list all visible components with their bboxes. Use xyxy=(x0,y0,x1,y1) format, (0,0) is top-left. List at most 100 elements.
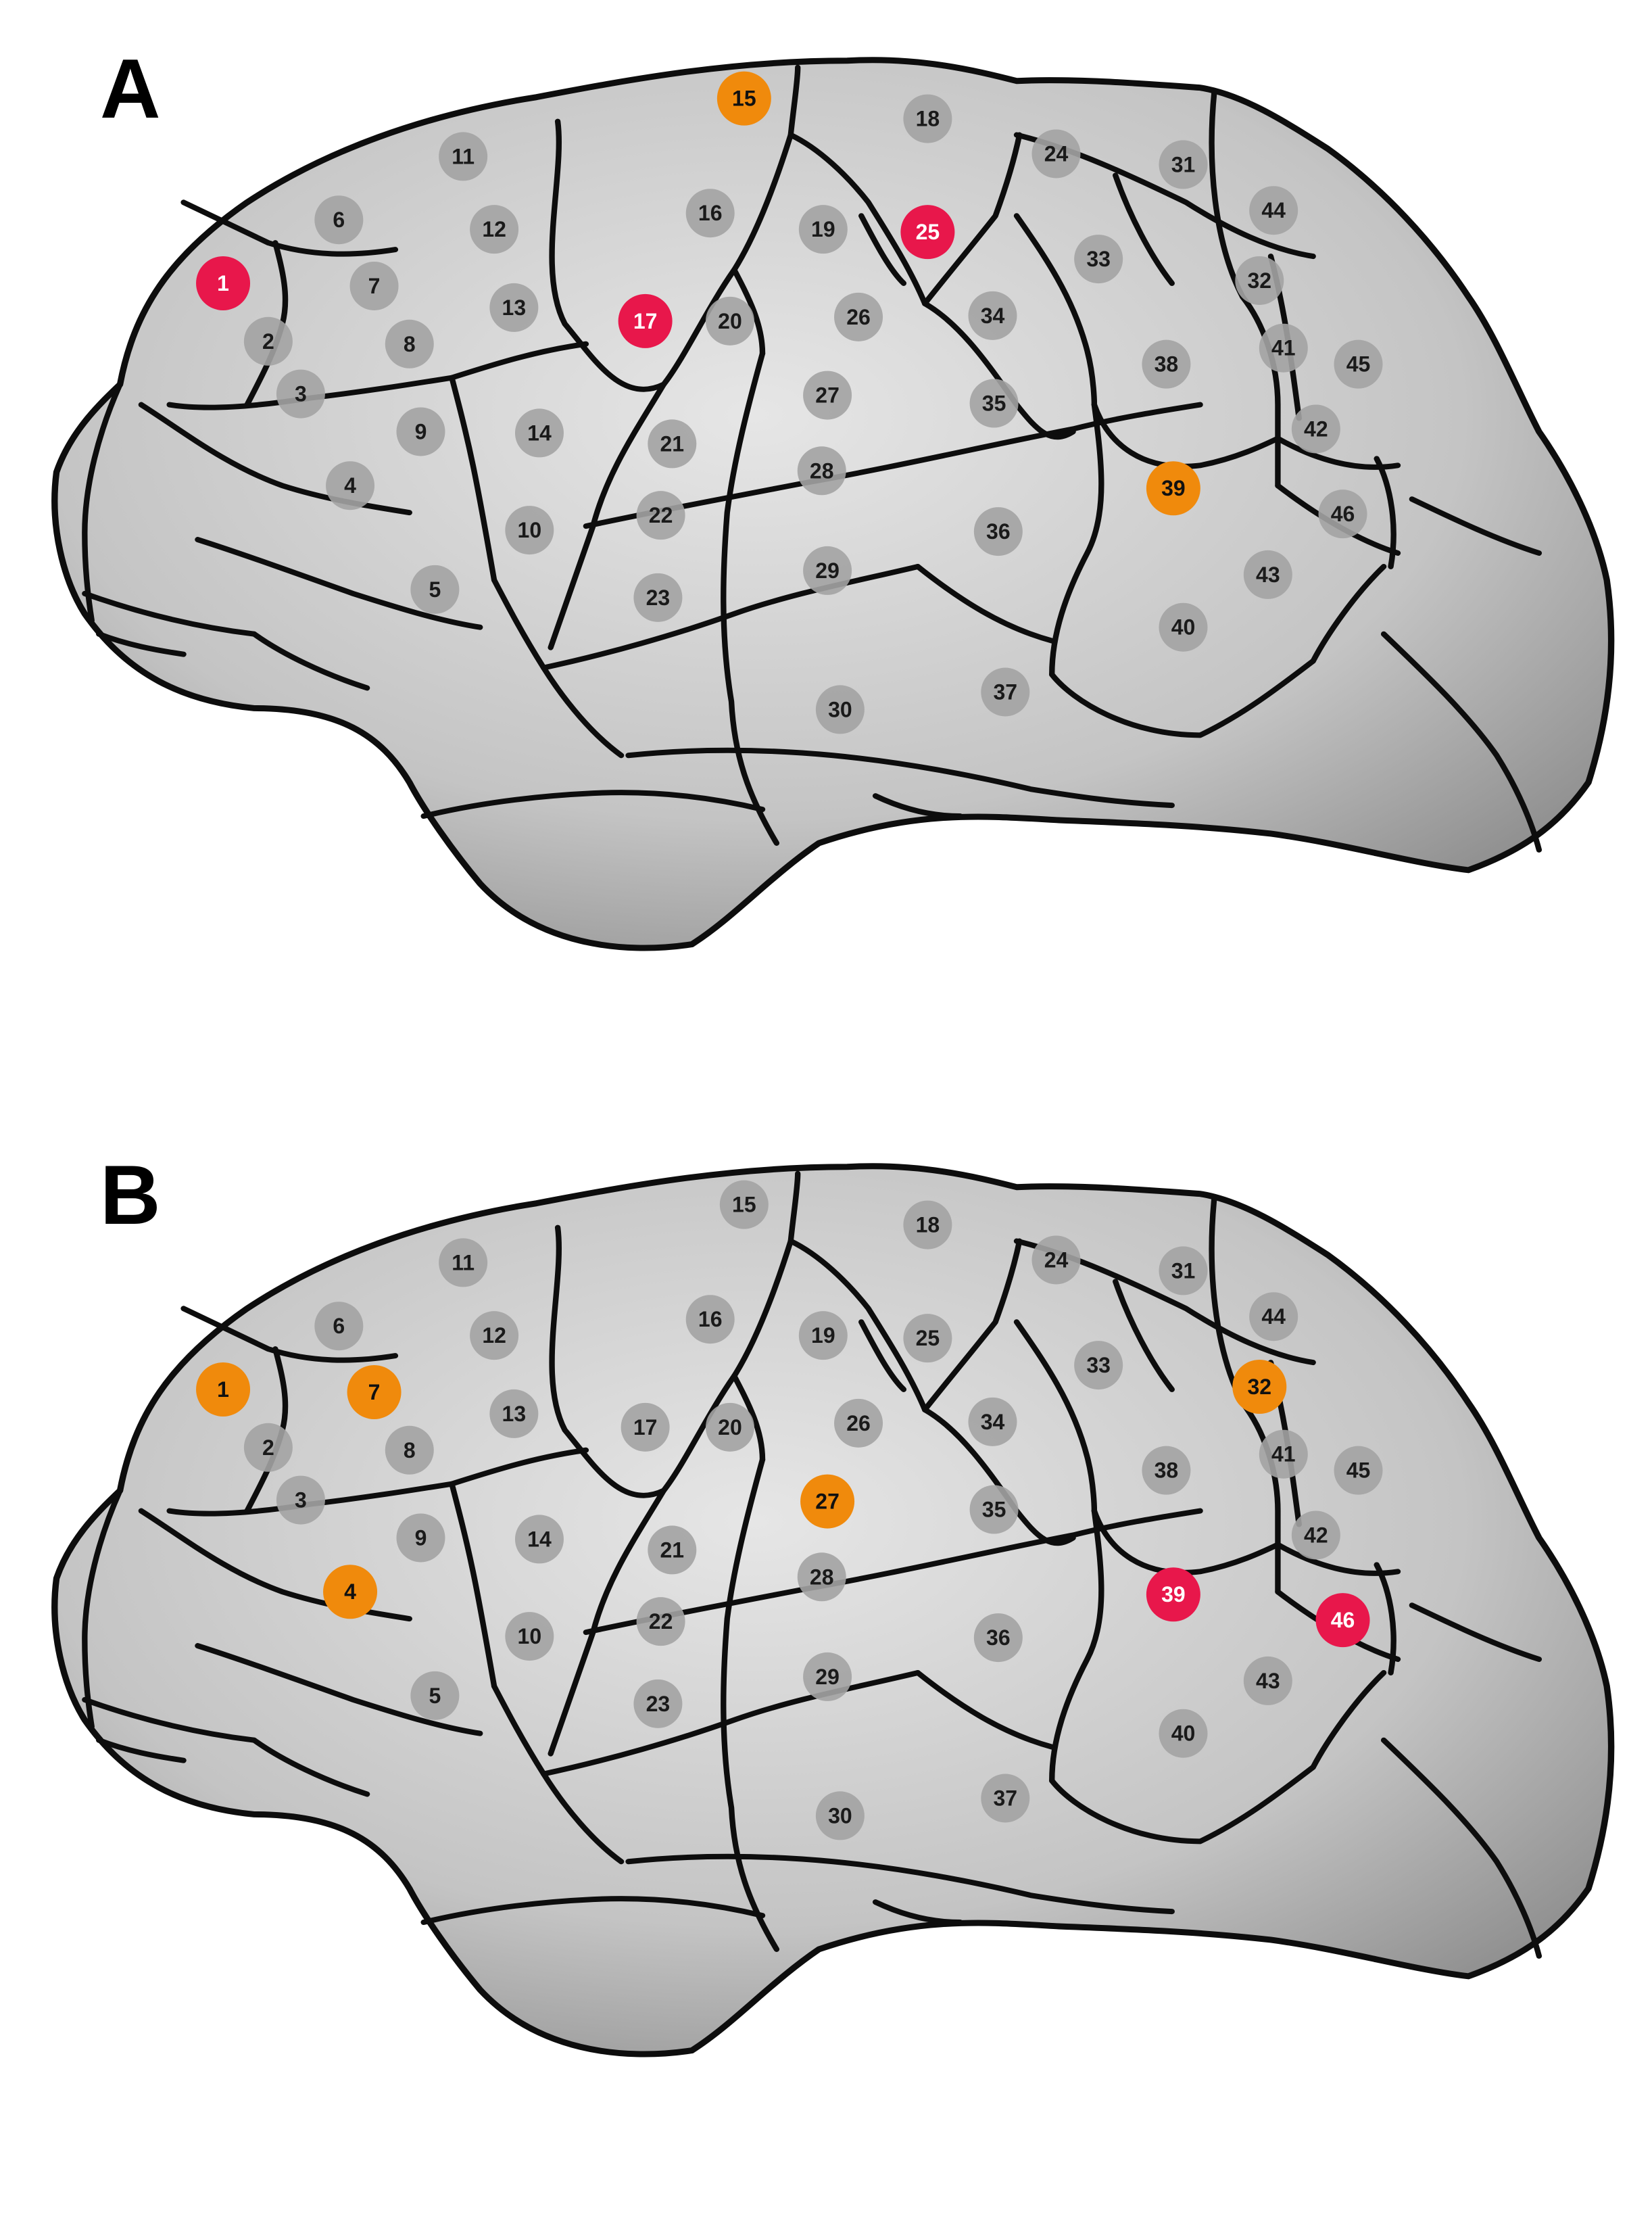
site-marker xyxy=(903,1314,952,1363)
region-boundary xyxy=(96,1737,187,1763)
site-marker xyxy=(439,132,488,181)
site-number: 14 xyxy=(527,1527,552,1551)
region-boundary xyxy=(82,1488,123,1730)
site-number: 40 xyxy=(1171,615,1196,640)
site-marker xyxy=(705,296,754,346)
site-marker xyxy=(1031,129,1081,179)
site-number: 45 xyxy=(1346,352,1371,377)
region-boundary xyxy=(1240,1400,1281,1595)
site-marker xyxy=(1243,1656,1292,1705)
site-number: 31 xyxy=(1171,152,1196,176)
region-boundary xyxy=(858,1319,907,1392)
region-boundary xyxy=(1091,402,1281,469)
site-marker xyxy=(314,1302,364,1351)
site-number: 19 xyxy=(811,217,835,241)
site-number: 46 xyxy=(1331,1608,1355,1632)
site-number: 40 xyxy=(1171,1721,1196,1746)
site-marker xyxy=(326,461,375,510)
region-boundary xyxy=(166,1447,589,1517)
site-number: 13 xyxy=(502,295,527,320)
site-number: 23 xyxy=(646,1692,671,1716)
region-boundary xyxy=(541,563,921,671)
site-marker xyxy=(969,379,1019,428)
region-boundary xyxy=(195,537,483,630)
region-boundary xyxy=(1113,1279,1175,1392)
region-boundary xyxy=(166,341,589,410)
site-number: 37 xyxy=(993,680,1017,704)
site-marker xyxy=(489,283,539,332)
region-boundary xyxy=(625,1853,1175,1915)
site-number: 34 xyxy=(981,1410,1005,1434)
site-marker xyxy=(834,1398,883,1448)
site-marker xyxy=(1159,1246,1208,1295)
site-number: 2 xyxy=(262,1435,274,1460)
region-boundary xyxy=(922,132,1023,306)
site-number: 44 xyxy=(1261,1304,1286,1329)
region-boundary xyxy=(96,631,187,657)
site-marker xyxy=(633,1679,683,1728)
site-marker xyxy=(903,1200,952,1250)
site-marker xyxy=(1318,490,1367,539)
site-number: 12 xyxy=(482,1323,506,1348)
site-number: 38 xyxy=(1155,1458,1179,1483)
site-number: 9 xyxy=(415,1525,427,1550)
site-marker xyxy=(719,1180,769,1229)
region-boundary xyxy=(195,1643,483,1736)
site-marker-red xyxy=(900,205,955,260)
region-boundary xyxy=(915,1669,1055,1750)
region-boundary xyxy=(541,1669,921,1777)
region-boundary xyxy=(420,1896,766,1926)
site-number: 25 xyxy=(916,1326,940,1350)
region-boundary xyxy=(915,563,1055,644)
site-marker xyxy=(470,205,519,254)
site-marker xyxy=(1074,235,1123,284)
site-marker xyxy=(243,1423,293,1472)
site-number: 16 xyxy=(698,201,723,225)
region-boundary xyxy=(583,402,1203,529)
site-marker xyxy=(798,1311,848,1360)
site-number: 14 xyxy=(527,421,552,445)
site-marker-red xyxy=(1146,1567,1200,1622)
site-marker xyxy=(968,291,1017,340)
region-boundary xyxy=(1380,1737,1542,1959)
region-boundary xyxy=(449,375,497,583)
site-marker xyxy=(798,205,848,254)
site-number: 29 xyxy=(815,1665,840,1689)
site-number: 3 xyxy=(295,1488,307,1513)
region-boundary xyxy=(251,631,370,691)
brain-outline xyxy=(51,1163,1615,2057)
site-marker xyxy=(243,316,293,366)
site-marker xyxy=(685,1295,735,1344)
site-marker xyxy=(973,507,1023,556)
region-boundary xyxy=(872,1899,963,1926)
site-marker xyxy=(314,195,364,245)
site-marker xyxy=(636,491,685,540)
site-marker xyxy=(633,573,683,622)
site-marker xyxy=(803,1652,852,1701)
site-number: 17 xyxy=(633,309,658,333)
region-boundary xyxy=(449,1481,497,1689)
site-marker xyxy=(276,369,325,419)
site-number: 21 xyxy=(660,431,685,456)
site-number: 43 xyxy=(1256,563,1280,587)
site-marker xyxy=(514,1515,564,1564)
region-boundary xyxy=(1049,1764,1316,1845)
brain-surface-map: 1234567891011121314151617181920212223242… xyxy=(51,57,1615,951)
site-number: 43 xyxy=(1256,1669,1280,1693)
region-boundary xyxy=(1013,213,1098,408)
region-boundary xyxy=(1310,563,1387,664)
site-marker xyxy=(1291,404,1340,454)
site-number: 6 xyxy=(333,1314,345,1338)
brain-surface-map: 1234567891011121314151617181920212223242… xyxy=(51,1163,1615,2057)
site-number: 12 xyxy=(482,217,506,241)
site-number: 18 xyxy=(916,1213,940,1237)
site-marker xyxy=(1334,339,1383,389)
site-marker-red xyxy=(1315,1593,1370,1648)
site-marker xyxy=(505,506,554,555)
site-marker xyxy=(410,1671,460,1720)
site-marker xyxy=(1235,256,1284,305)
region-boundary xyxy=(858,213,907,286)
site-marker xyxy=(903,94,952,143)
